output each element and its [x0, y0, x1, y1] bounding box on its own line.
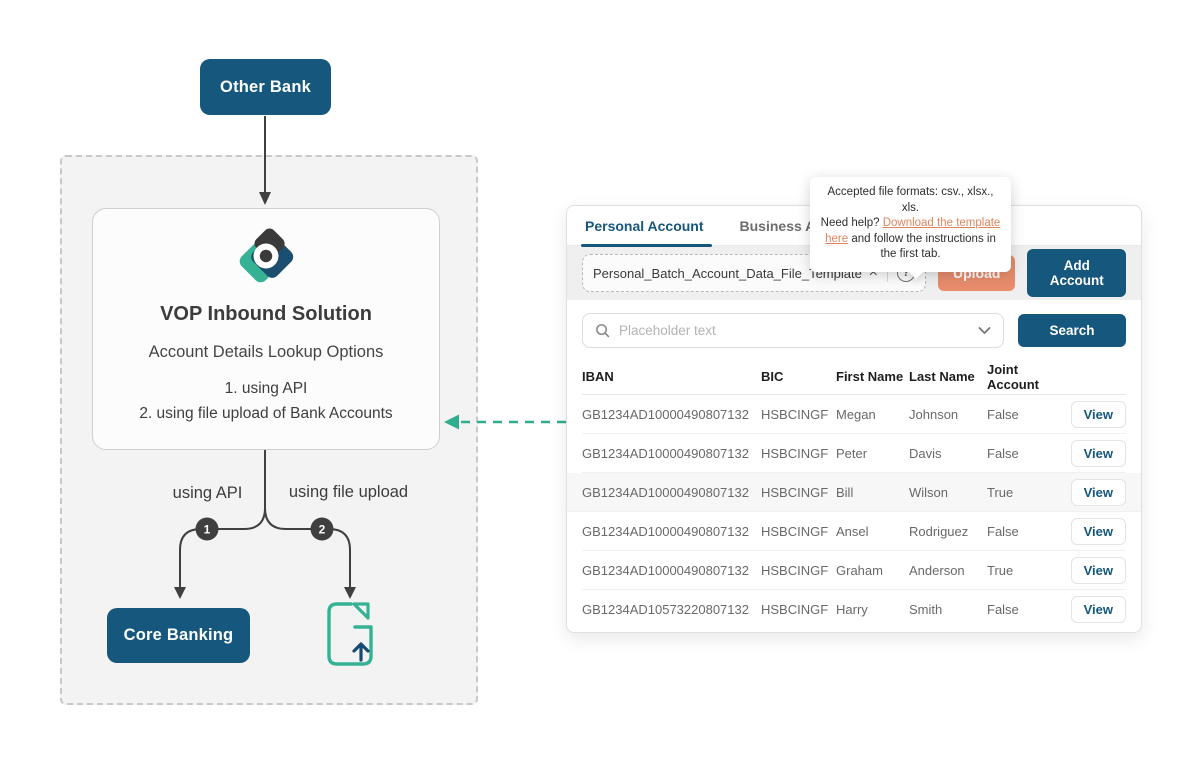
other-bank-node: Other Bank	[200, 59, 331, 115]
table-row: GB1234AD10000490807132 HSBCINGF Ansel Rodri…	[582, 512, 1126, 551]
accounts-table: IBAN BIC First Name Last Name Joint Acco…	[567, 359, 1141, 629]
cell-last-name: Davis	[909, 445, 942, 461]
cell-first-name: Peter	[836, 445, 868, 461]
search-icon	[596, 324, 610, 338]
col-iban: IBAN	[582, 369, 614, 384]
view-button[interactable]: View	[1070, 400, 1126, 428]
cell-joint-account: False	[987, 602, 1019, 617]
file-upload-icon	[327, 602, 373, 666]
table-row: GB1234AD10000490807132 HSBCINGF Megan Johns…	[582, 395, 1126, 434]
clear-file-icon[interactable]: ×	[868, 264, 878, 281]
cell-last-name: Rodriguez	[909, 523, 969, 539]
upload-help-tooltip: Accepted file formats: csv., xlsx., xls.…	[810, 177, 1011, 279]
add-account-button[interactable]: Add Account	[1027, 249, 1126, 297]
cell-bic: HSBCINGF	[761, 562, 829, 578]
cell-iban: GB1234AD10000490807132	[582, 484, 749, 500]
cell-first-name: Harry	[836, 602, 868, 617]
branch-label-using-api: using API	[172, 484, 243, 502]
cell-bic: HSBCINGF	[761, 445, 829, 461]
col-first-name: First Name	[836, 369, 904, 384]
view-button[interactable]: View	[1070, 439, 1126, 467]
branch-label-using-file-upload: using file upload	[288, 483, 409, 501]
view-button[interactable]: View	[1070, 517, 1126, 545]
view-button[interactable]: View	[1070, 478, 1126, 506]
cell-bic: HSBCINGF	[761, 484, 829, 500]
cell-last-name: Wilson	[909, 484, 949, 500]
cell-iban: GB1234AD10000490807132	[582, 445, 749, 461]
search-row: Placeholder text Search	[567, 300, 1141, 359]
view-button[interactable]: View	[1070, 596, 1126, 623]
vop-option-1: 1. using API	[224, 380, 308, 397]
cell-bic: HSBCINGF	[761, 523, 829, 539]
cell-iban: GB1234AD10000490807132	[582, 562, 749, 578]
col-joint-account: Joint Account	[987, 361, 1039, 392]
cell-last-name: Johnson	[909, 406, 959, 422]
col-bic: BIC	[761, 369, 784, 384]
download-template-link[interactable]: Download the template here	[825, 217, 1001, 245]
table-header: IBAN BIC First Name Last Name Joint Acco…	[582, 359, 1126, 395]
table-row: GB1234AD10000490807132 HSBCINGF Graham Ande…	[582, 551, 1126, 590]
tooltip-line-formats: Accepted file formats: csv., xlsx., xls.	[827, 186, 994, 214]
core-banking-node: Core Banking	[107, 608, 250, 663]
cell-joint-account: True	[987, 484, 1014, 500]
cell-last-name: Smith	[909, 602, 943, 617]
cell-joint-account: True	[987, 562, 1014, 578]
vop-option-2: 2. using file upload of Bank Accounts	[139, 405, 393, 422]
view-button[interactable]: View	[1070, 556, 1126, 584]
vop-subtitle: Account Details Lookup Options	[148, 343, 384, 361]
search-input[interactable]: Placeholder text	[582, 313, 1004, 348]
table-row: GB1234AD10000490807132 HSBCINGF Bill Wilson…	[567, 473, 1141, 512]
cell-last-name: Anderson	[909, 562, 965, 578]
cell-first-name: Bill	[836, 484, 854, 500]
cell-joint-account: False	[987, 406, 1019, 422]
search-placeholder: Placeholder text	[619, 323, 716, 338]
cell-joint-account: False	[987, 445, 1019, 461]
cell-bic: HSBCINGF	[761, 406, 829, 422]
selected-filename: Personal_Batch_Account_Data_File_Templat…	[593, 265, 863, 281]
cell-iban: GB1234AD10000490807132	[582, 406, 749, 422]
accounts-panel: Personal Account Business Account Person…	[566, 205, 1142, 633]
vop-solution-box: VOP Inbound Solution Account Details Loo…	[92, 208, 440, 450]
cell-bic: HSBCINGF	[761, 602, 829, 617]
cell-joint-account: False	[987, 523, 1019, 539]
upload-bar: Personal_Batch_Account_Data_File_Templat…	[567, 246, 1141, 300]
table-row: GB1234AD10000490807132 HSBCINGF Peter Davis…	[582, 434, 1126, 473]
vop-logo-icon	[239, 228, 294, 283]
search-button[interactable]: Search	[1018, 314, 1126, 347]
vop-title: VOP Inbound Solution	[160, 303, 372, 325]
chevron-down-icon[interactable]	[978, 326, 991, 335]
tab-personal-account[interactable]: Personal Account	[581, 206, 712, 247]
cell-iban: GB1234AD10000490807132	[582, 523, 749, 539]
cell-first-name: Megan	[836, 406, 876, 422]
col-last-name: Last Name	[909, 369, 975, 384]
cell-first-name: Graham	[836, 562, 883, 578]
tooltip-help-text: Need help? Download the template here an…	[820, 217, 1001, 260]
chip-divider	[887, 264, 888, 282]
table-row: GB1234AD10573220807132 HSBCINGF Harry Smith…	[582, 590, 1126, 629]
cell-iban: GB1234AD10573220807132	[582, 602, 749, 617]
core-banking-label: Core Banking	[123, 626, 234, 644]
cell-first-name: Ansel	[836, 523, 869, 539]
other-bank-label: Other Bank	[220, 77, 311, 96]
